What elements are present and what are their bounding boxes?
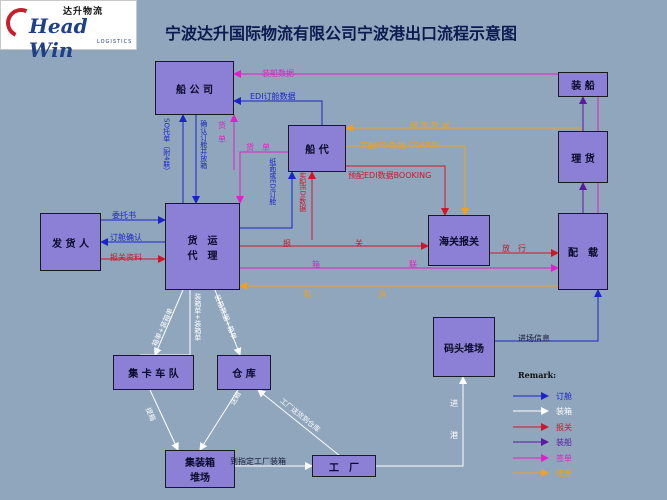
label-consign: 委托书	[112, 211, 136, 220]
page-title: 宁波达升国际物流有限公司宁波港出口流程示意图	[165, 24, 518, 43]
label-arrival-info: 进场信息	[518, 334, 550, 343]
label-release: 放 行	[502, 244, 526, 253]
legend-title: Remark:	[518, 370, 557, 380]
node-warehouse: 仓 库	[217, 355, 271, 390]
legend-item-sign: 签单	[556, 454, 572, 463]
label-actual-edi-code: 实配EDI数据 COARRI	[360, 141, 439, 150]
label-declare2: 关	[355, 239, 363, 248]
label-declare1: 报	[283, 239, 291, 248]
label-to-factory: 到指定工厂装箱	[230, 457, 286, 466]
label-retrieve2: 消	[378, 290, 386, 299]
node-stowage: 配 载	[558, 213, 608, 290]
label-cargo1: 货	[218, 121, 226, 130]
node-forwarder: 货 运 代 理	[165, 203, 240, 290]
label-so-booking: SO托单（附4联）	[162, 118, 171, 175]
label-booking-confirm: 订舱确认	[110, 233, 142, 242]
legend-item-customs: 报关	[556, 423, 572, 432]
legend-item-loading: 装船	[556, 438, 572, 447]
node-carrier: 船 公 司	[155, 61, 234, 115]
node-terminal: 码头堆场	[433, 317, 495, 377]
label-tally-data: 理 货 数 据	[410, 121, 450, 130]
node-factory: 工 厂	[312, 455, 376, 477]
logo-sub-text: LOGISTICS	[97, 39, 133, 45]
forwarder-line2: 代 理	[187, 250, 218, 262]
label-retrieve1: 取	[304, 290, 312, 299]
forwarder-line1: 货 运	[187, 235, 218, 247]
label-ship-data: 装船数据	[262, 69, 294, 78]
label-enter2: 港	[450, 431, 458, 440]
logo-en-text: Head Win	[29, 14, 88, 62]
legend-item-packing: 装箱	[556, 407, 572, 416]
company-logo: 达升物流 Head Win LOGISTICS	[0, 0, 137, 62]
label-cargo-sheet: 货 单	[246, 143, 270, 152]
label-actual-edi: 实配EDI数据	[298, 172, 307, 212]
label-enter1: 进	[450, 399, 458, 408]
legend-item-booking: 订舱	[556, 392, 572, 401]
label-edi-booking: EDI订舱数据	[250, 92, 296, 101]
label-prelim-edi: 预配EDI数据BOOKING	[348, 171, 432, 180]
label-packing-list-mid: 装箱单+装箱单	[193, 293, 202, 341]
label-paper-edi-booking: 纸面或EDI订舱	[268, 158, 277, 205]
node-agent: 船 代	[288, 125, 346, 172]
node-customs: 海关报关	[428, 215, 490, 266]
legend-item-settle: 结算	[556, 469, 572, 478]
label-fill2: 联	[409, 260, 417, 269]
label-cargo2: 单	[218, 135, 226, 144]
node-tally: 理 货	[558, 131, 608, 183]
label-fill1: 箱	[312, 260, 320, 269]
node-loading: 装 船	[558, 72, 608, 97]
node-depot: 集装箱 堆场	[165, 450, 235, 488]
node-shipper: 发 货 人	[40, 213, 101, 271]
node-trucking: 集 卡 车 队	[113, 355, 194, 390]
depot-line1: 集装箱	[185, 458, 215, 469]
depot-line2: 堆场	[190, 473, 210, 484]
label-customs-docs: 报关资料	[110, 253, 142, 262]
logo-cn-text: 达升物流	[63, 7, 104, 17]
label-confirm-release: 确认订舱并放箱	[199, 120, 208, 169]
